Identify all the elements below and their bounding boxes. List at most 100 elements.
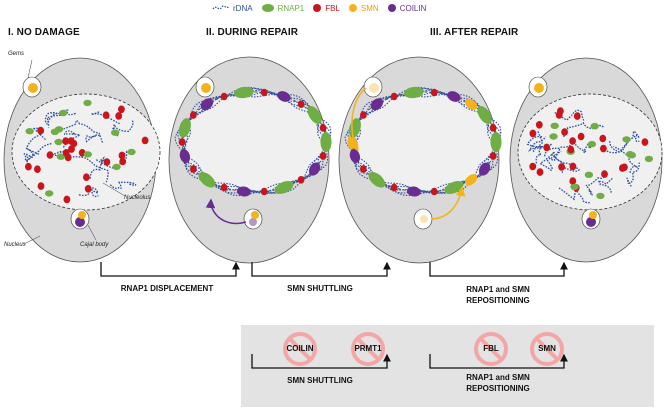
section-title-during-repair: II. DURING REPAIR [206,27,299,38]
rdna-strand [550,153,580,173]
inhibitor-label-fbl: FBL [483,344,499,353]
rnap1-molecule [111,129,120,136]
rnap1-molecule [403,86,424,99]
rnap1-molecule [112,163,121,171]
gems-label: Gems [8,51,25,57]
gem [363,76,383,98]
rdna-strand [543,147,562,162]
rnap1-molecule [570,183,579,191]
fbl-molecule [621,163,628,172]
rdna-strand [25,147,40,163]
legend-label: SMN [360,3,379,13]
fbl-molecule [360,111,367,119]
nucleolus-label: Nucleolus [124,195,151,201]
fbl-molecule [102,111,110,119]
fbl-molecule [37,182,45,190]
rnap1-molecule [644,155,654,163]
rnap1-molecule [490,132,502,152]
legend-item-rdna: rDNA [212,3,253,13]
fbl-molecule [535,121,543,129]
rnap1-legend-icon [261,4,274,12]
coilin-molecule [200,98,214,111]
fbl-molecule [561,128,568,136]
coilin-molecule [236,186,251,197]
nucleolar-proteins [529,107,654,200]
fbl-molecule [567,145,575,154]
rdna-strand [585,175,606,197]
rnap1-molecule [307,106,322,124]
fbl-molecule [390,183,398,192]
rnap1-molecule [83,99,92,107]
fbl-molecule [558,163,565,171]
fbl-molecule [83,173,90,181]
fbl-molecule [115,112,123,120]
rnap1-molecule [622,136,631,143]
gem [195,76,215,98]
fbl-molecule [141,136,149,145]
cajal-pointer [87,224,97,241]
rdna-strand [558,187,591,204]
rdna-strand [528,136,552,152]
rnap1-molecule [198,172,216,188]
fbl-molecule [62,137,70,145]
rdna-strand [603,145,638,174]
gem [22,76,42,98]
inhibition-bracket-1 [251,353,391,369]
inhibition-step-smn-shuttling: SMN SHUTTLING [287,376,353,385]
fbl-molecule [430,187,438,196]
cajal-body [413,208,433,230]
cell-during-repair [168,56,332,264]
legend-item-smn: SMN [348,3,379,13]
fbl-molecule [599,134,607,143]
rdna-strand [174,86,332,197]
fbl-molecule [601,170,608,178]
nucleolus-pointer [102,182,126,197]
legend-label: COILIN [399,3,427,13]
fbl-molecule [37,126,45,135]
fbl-molecule [25,162,32,171]
rnap1-molecule [56,153,66,160]
rnap1-molecule [477,106,492,124]
coilin-molecule [447,91,461,102]
rnap1-molecule [25,128,34,135]
inhibitor-label-prmt1: PRMT1 [354,344,382,353]
rdna-strand [182,91,328,194]
fbl-molecule [573,112,581,120]
coilin-molecule [478,162,491,176]
fbl-molecule [118,151,126,160]
peripheral-cap [174,86,332,197]
legend-item-coilin: COILIN [387,3,427,13]
rnap1-molecule [625,151,635,158]
fbl-molecule [62,149,70,157]
rdna-strand [554,109,585,122]
fbl-molecule [119,157,127,166]
inhibitor-label-smn: SMN [538,344,556,353]
rnap1-molecule [59,109,68,117]
rnap1-molecule [274,181,294,194]
rdna-strand [62,130,83,149]
fbl-molecule [543,143,551,152]
rdna-strand [85,134,104,143]
gem [528,76,548,98]
rnap1-molecule [584,171,594,178]
fbl-molecule [46,151,54,159]
legend: rDNA RNAP1 FBL SMN COILIN [212,3,426,13]
fbl-molecule [84,185,92,193]
rnap1-molecule [368,172,386,188]
cell-no-damage [3,57,161,263]
fbl-molecule [319,152,327,160]
coilin-molecule [349,149,361,163]
no-symbol-coilin [283,332,317,366]
cajal-body [70,208,90,230]
rdna-strand [560,141,592,154]
rnap1-molecule [54,138,63,146]
rnap1-molecule [587,140,597,148]
step-label-repositioning: RNAP1 and SMN REPOSITIONING [466,285,530,305]
rdna-strand [539,151,563,171]
rdna-strand [44,111,60,125]
step-label-smn-shuttling: SMN SHUTTLING [287,284,353,293]
rnap1-molecule [590,122,599,130]
gems-pointer [27,59,33,79]
fbl-molecule [577,132,585,141]
legend-item-rnap1: RNAP1 [261,3,304,13]
